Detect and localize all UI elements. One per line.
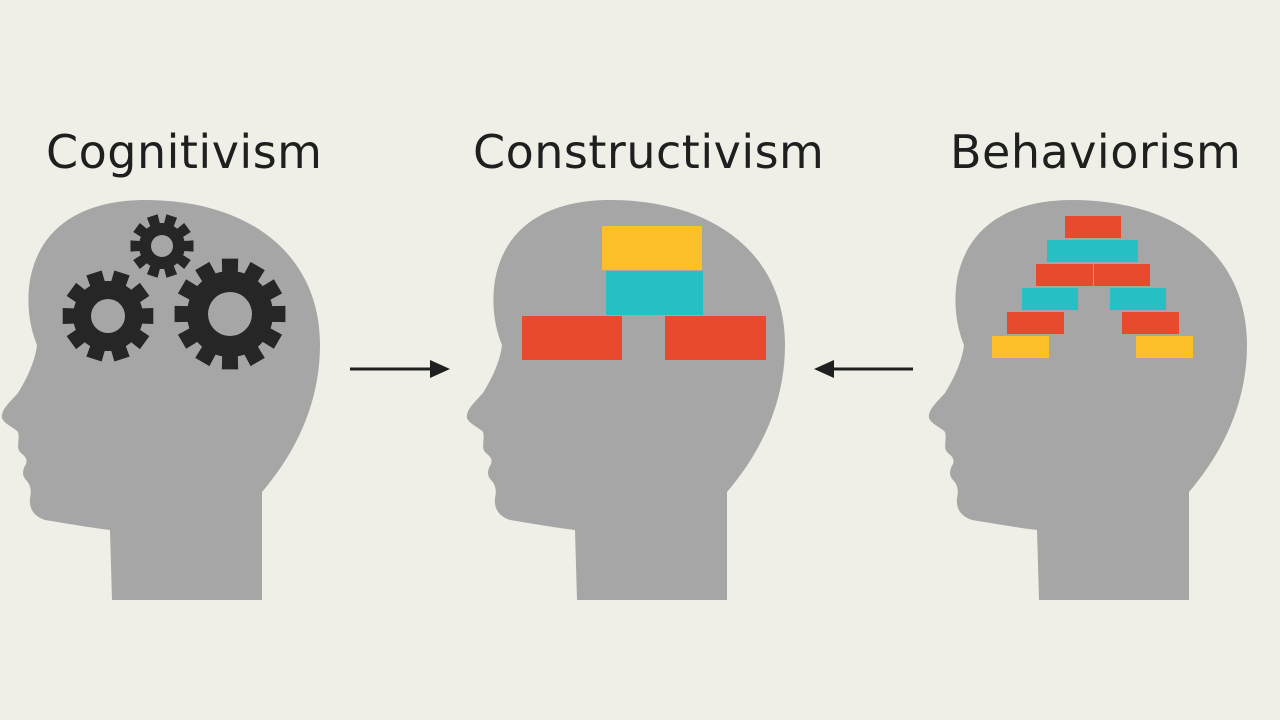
gear-medium-shape [62,270,154,362]
pyramid-block [1007,312,1064,334]
gear-small-icon [130,214,194,278]
pyramid-block [1122,312,1179,334]
block-yellow [602,226,702,270]
title-behaviorism: Behaviorism [950,125,1242,179]
pyramid-block [1110,288,1166,310]
block-red-left [522,316,622,360]
gear-big-shape [174,258,286,370]
gear-small-shape [130,214,194,278]
pyramid-block [992,336,1049,358]
arrow-right-icon [350,360,450,378]
block-red-right [665,316,766,360]
building-blocks-icon [522,226,766,360]
title-cognitivism: Cognitivism [46,125,323,179]
gears-icon [62,214,286,370]
block-pyramid-icon [992,216,1193,358]
pyramid-block [1136,336,1193,358]
title-constructivism: Constructivism [473,125,825,179]
pyramid-block [1047,240,1138,262]
arrow-left-icon [814,360,913,378]
pyramid-block [1094,264,1150,286]
block-teal [606,271,703,315]
gear-big-icon [174,258,286,370]
gear-medium-icon [62,270,154,362]
pyramid-block [1022,288,1078,310]
pyramid-block [1065,216,1121,238]
pyramid-block [1036,264,1093,286]
